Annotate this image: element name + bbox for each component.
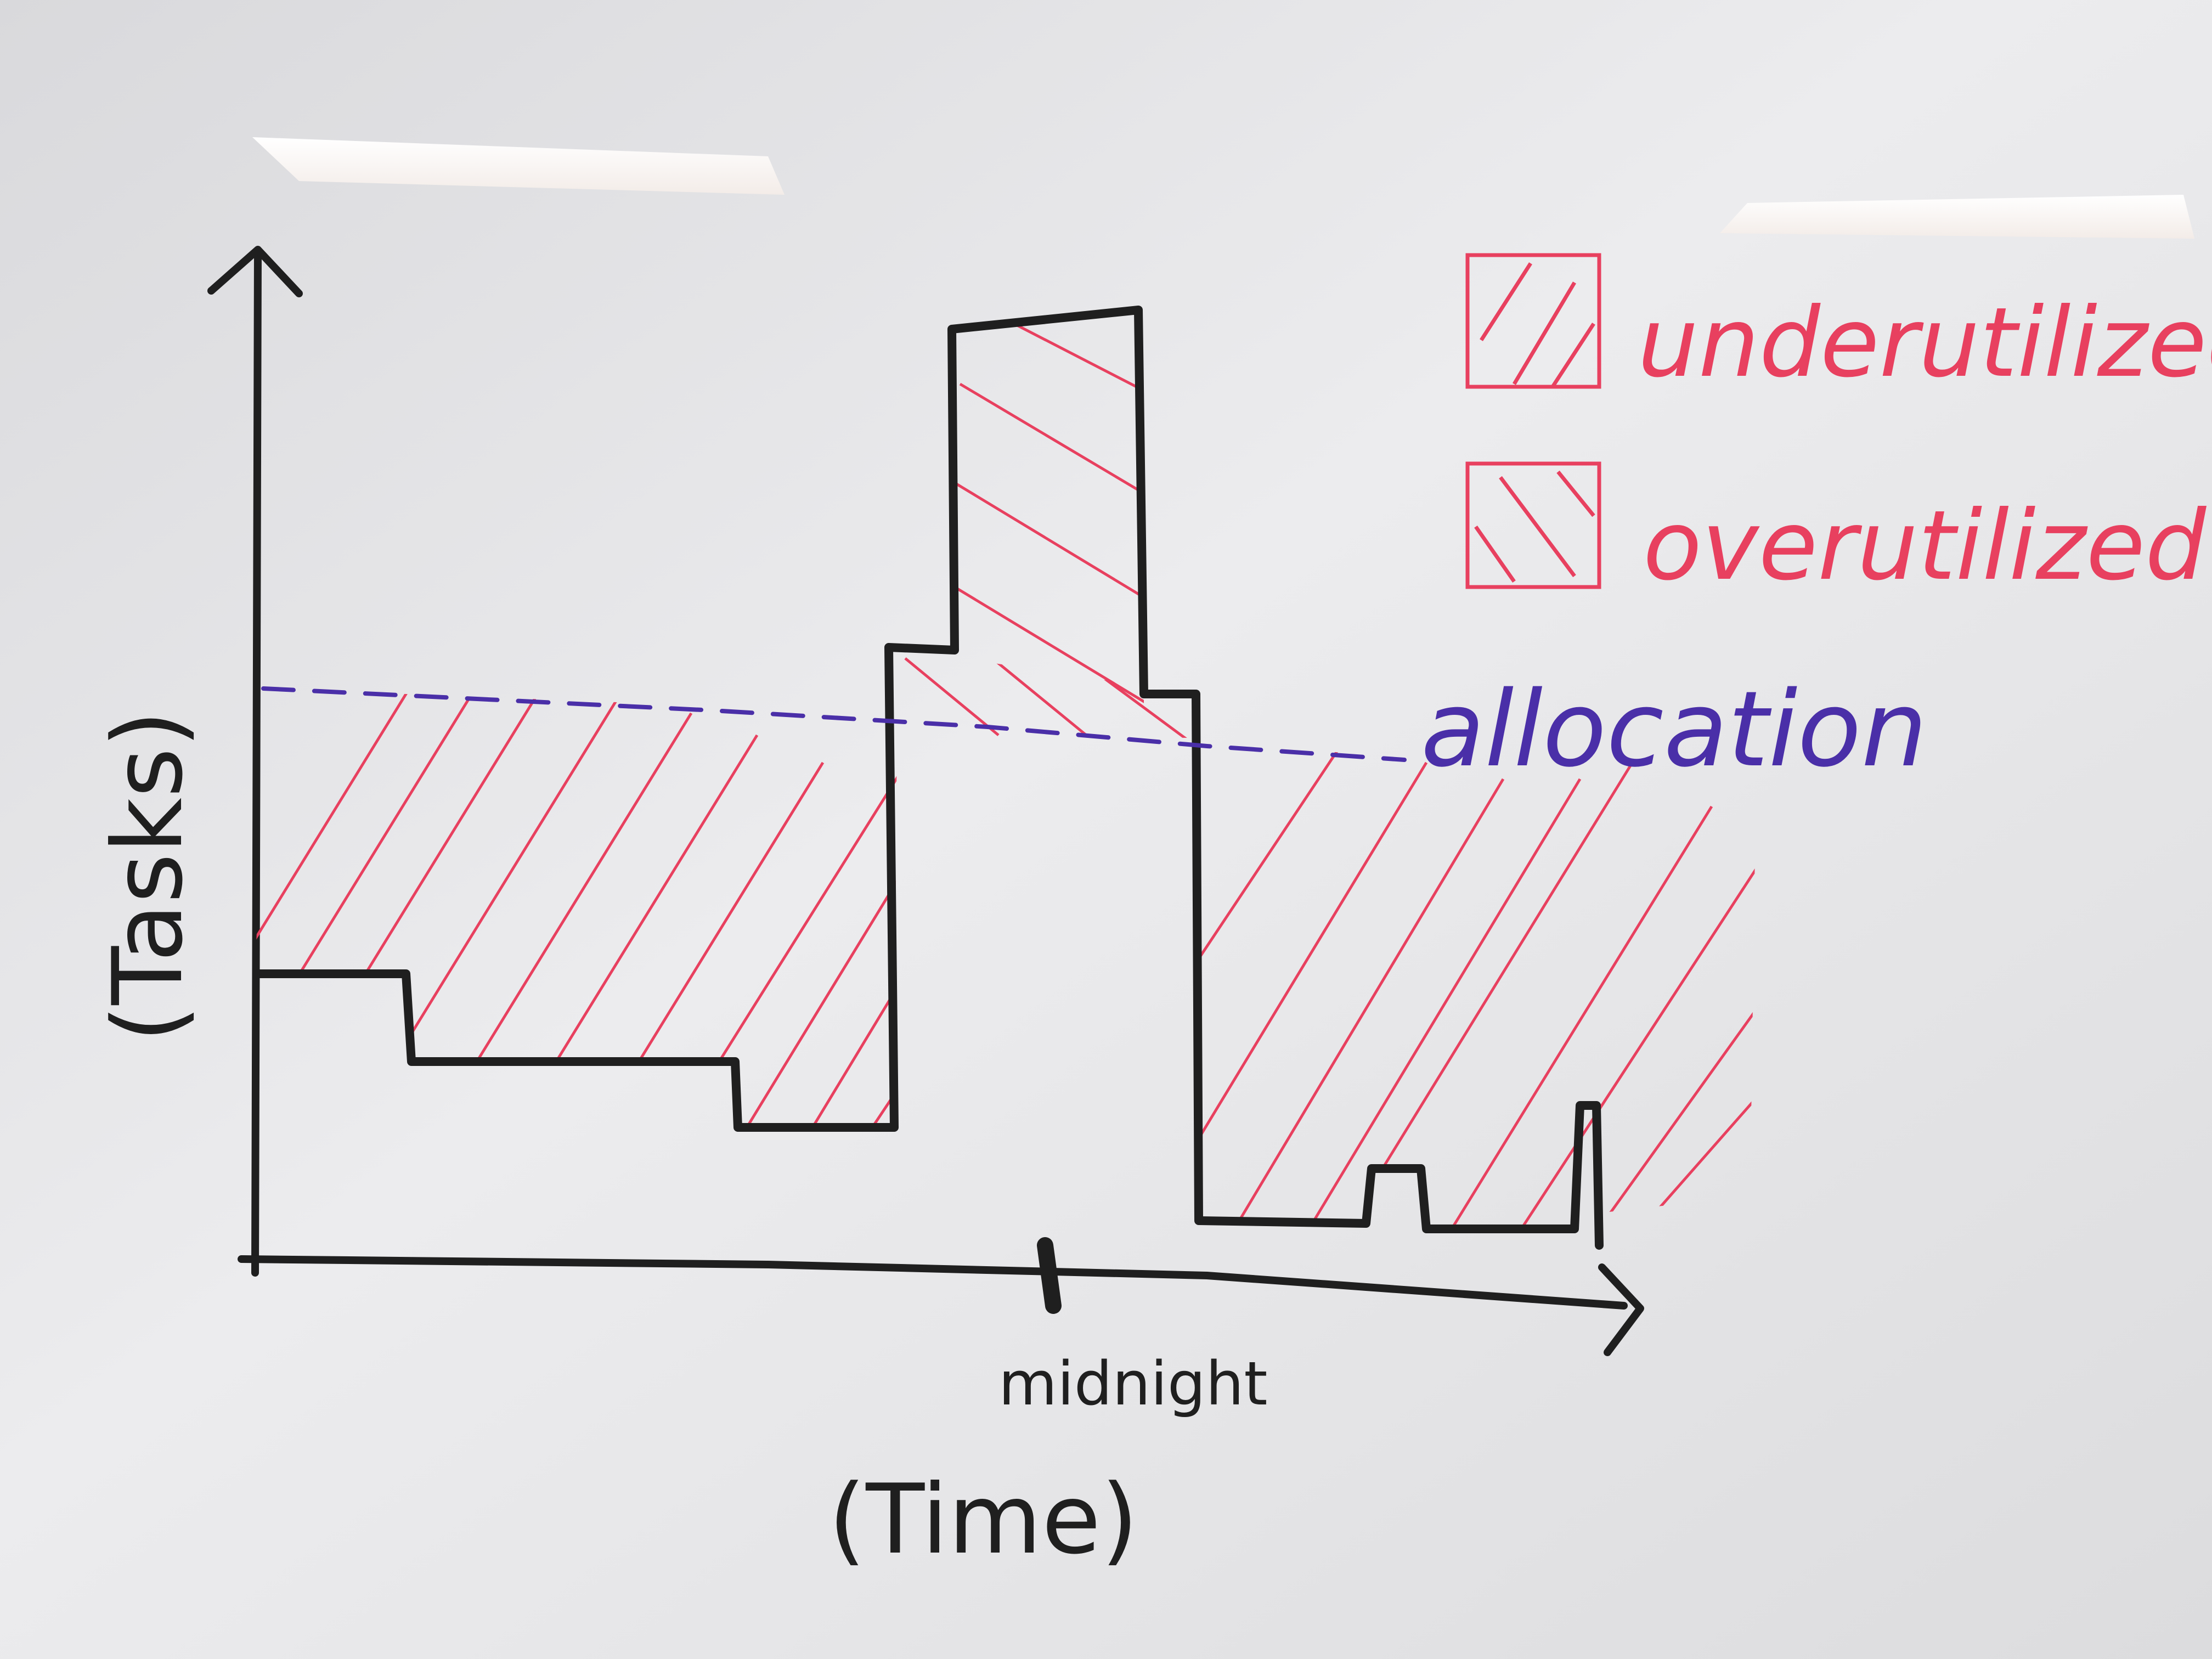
legend-label-overutilized: overutilized	[1643, 490, 2207, 602]
allocation-line	[261, 686, 1407, 762]
allocation-label: allocation	[1421, 669, 1927, 790]
midnight-tick	[1037, 1237, 1062, 1314]
legend-swatch-overutilized	[1465, 461, 1601, 589]
y-axis-label: (Tasks)	[93, 710, 204, 1042]
underutilized-hatch-left	[255, 689, 897, 1127]
task-usage-outline	[253, 306, 1604, 1250]
arrow-up-icon	[207, 246, 303, 297]
x-axis-label: (Time)	[828, 1464, 1138, 1576]
y-axis	[207, 246, 303, 1277]
light-reflection	[1720, 195, 2194, 239]
underutilized-hatch-right	[1196, 743, 1756, 1229]
overutilized-hatch-tower	[953, 310, 1144, 705]
light-reflection	[252, 137, 785, 195]
legend-label-underutilized: underutilized	[1638, 287, 2212, 399]
x-axis	[238, 1237, 1644, 1356]
legend-swatch-underutilized	[1465, 253, 1601, 389]
arrow-right-icon	[1598, 1263, 1644, 1356]
x-tick-label-midnight: midnight	[998, 1348, 1268, 1419]
